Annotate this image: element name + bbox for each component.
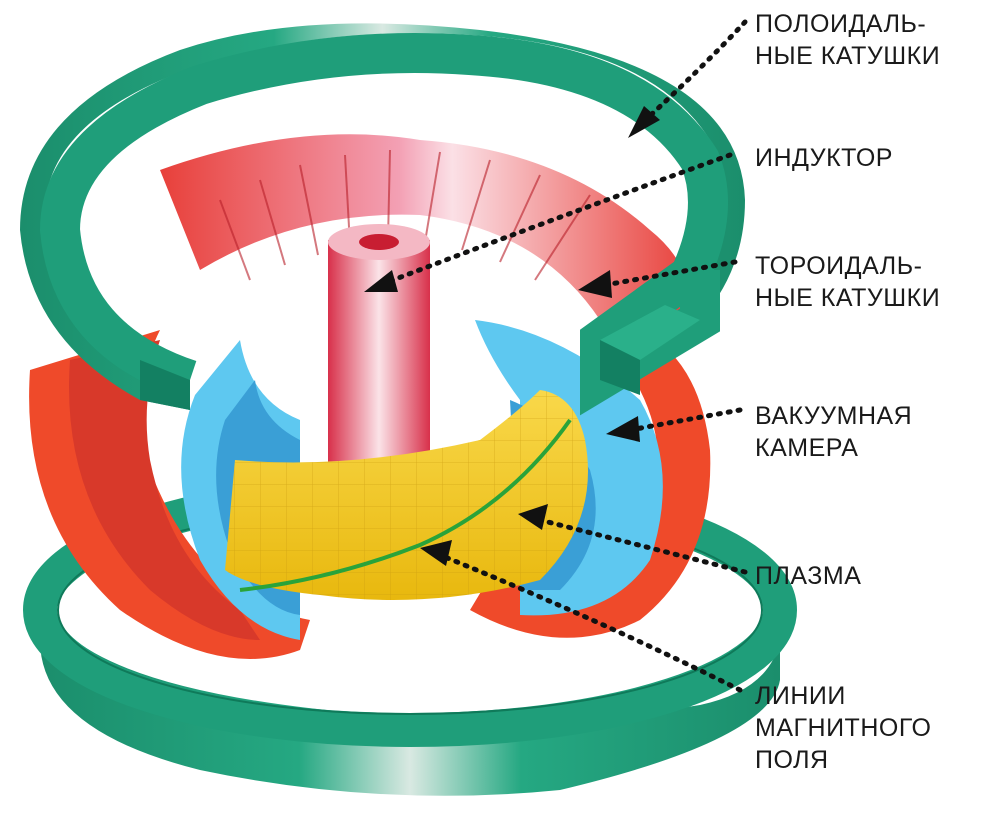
label-plasma: ПЛАЗМА [755, 560, 861, 592]
label-inductor: ИНДУКТОР [755, 142, 893, 174]
inductor-column [328, 224, 430, 470]
label-poloidal-coils: ПОЛОИДАЛЬ- НЫЕ КАТУШКИ [755, 8, 940, 72]
label-toroidal-coils: ТОРОИДАЛЬ- НЫЕ КАТУШКИ [755, 250, 940, 314]
label-vacuum-chamber: ВАКУУМНАЯ КАМЕРА [755, 400, 912, 464]
label-magnetic-field-lines: ЛИНИИ МАГНИТНОГО ПОЛЯ [755, 680, 931, 776]
